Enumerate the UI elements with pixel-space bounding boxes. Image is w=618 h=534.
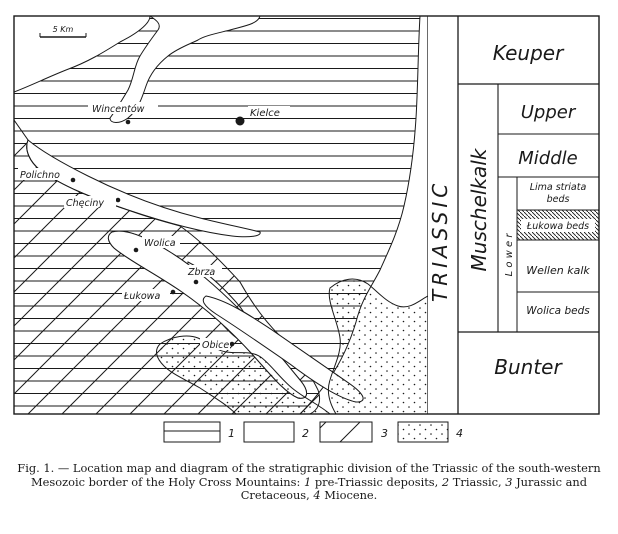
legend-item-triassic: 2 xyxy=(243,421,309,443)
locality-polichno: Polichno xyxy=(18,168,76,183)
wolica-beds-label: Wolica beds xyxy=(526,305,590,317)
muschelkalk-label: Muschelkalk xyxy=(467,147,491,271)
locality-wincentow: Wincentów xyxy=(88,102,158,125)
caption-text-1: pre-Triassic deposits, xyxy=(314,474,439,489)
keuper-label: Keuper xyxy=(493,41,565,65)
locality-kielce: Kielce xyxy=(235,106,290,126)
scale-bar: 5 Km xyxy=(36,24,90,38)
locality-checiny: Chęciny xyxy=(64,196,121,209)
upper-label: Upper xyxy=(521,102,577,123)
caption-text-3: Jurassic and Cretaceous, xyxy=(240,474,587,503)
caption-prefix: Fig. 1. — Location map and diagram of th… xyxy=(17,461,601,489)
legend: 1 2 3 4 xyxy=(163,421,463,443)
middle-label: Middle xyxy=(518,148,577,169)
caption-num-3: 3 xyxy=(505,474,513,489)
caption-text-2: Triassic, xyxy=(452,474,502,489)
svg-text:1: 1 xyxy=(228,427,235,440)
svg-text:Łukowa: Łukowa xyxy=(123,291,160,302)
miocene-areas xyxy=(156,278,428,414)
lima-striata-label-line1: Lima striata xyxy=(530,182,587,193)
legend-item-pre-triassic: 1 xyxy=(163,421,235,443)
wellenkalk-label: Wellen kalk xyxy=(526,264,590,277)
lukowa-beds-label: Łukowa beds xyxy=(526,221,589,232)
caption-num-4: 4 xyxy=(313,488,321,503)
svg-text:4: 4 xyxy=(456,427,463,440)
location-map xyxy=(14,16,428,414)
caption-num-2: 2 xyxy=(441,474,450,489)
bunter-label: Bunter xyxy=(494,355,563,379)
lower-label: L o w e r xyxy=(504,233,515,277)
caption-num-1: 1 xyxy=(303,474,312,489)
triassic-label: TRIASSIC xyxy=(428,180,452,302)
localities: Kielce Wincentów Polichno Chęciny Wolica… xyxy=(18,102,290,351)
locality-wolica: Wolica xyxy=(133,236,180,253)
locality-lukowa: Łukowa xyxy=(122,289,176,302)
svg-text:Kielce: Kielce xyxy=(250,108,280,119)
legend-item-jurassic-cretaceous: 3 xyxy=(319,421,388,443)
svg-text:3: 3 xyxy=(381,427,388,440)
legend-item-miocene: 4 xyxy=(397,421,463,443)
svg-text:Obice: Obice xyxy=(202,340,229,351)
stratigraphic-column: TRIASSIC Keuper Muschelkalk Upper Middle… xyxy=(428,16,599,414)
svg-text:2: 2 xyxy=(302,427,309,440)
lima-striata-label-line2: beds xyxy=(547,194,570,205)
svg-text:Zbrza: Zbrza xyxy=(187,267,215,278)
svg-text:Wincentów: Wincentów xyxy=(92,104,145,115)
svg-text:Chęciny: Chęciny xyxy=(66,198,104,209)
svg-text:Polichno: Polichno xyxy=(20,170,60,181)
figure-caption: Fig. 1. — Location map and diagram of th… xyxy=(8,461,610,503)
locality-zbrza: Zbrza xyxy=(186,265,222,285)
locality-obice: Obice xyxy=(200,338,235,351)
svg-text:Wolica: Wolica xyxy=(144,238,176,249)
scale-bar-label: 5 Km xyxy=(53,25,74,34)
caption-text-4: Miocene. xyxy=(324,488,378,503)
